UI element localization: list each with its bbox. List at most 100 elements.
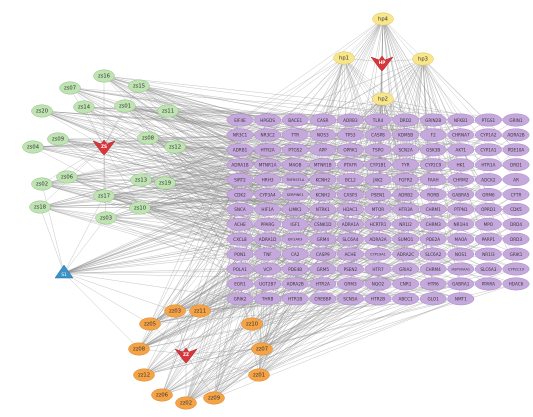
compound-node-zz10[interactable]: zz10 — [241, 317, 263, 331]
target-node[interactable]: TSPO — [364, 143, 392, 157]
target-node[interactable]: GRIK2 — [226, 292, 254, 306]
target-node[interactable]: SCN5A — [336, 292, 364, 306]
target-node[interactable]: PDE2A — [419, 232, 447, 246]
target-node[interactable]: AKT1 — [447, 143, 475, 157]
target-node[interactable]: GRM3 — [336, 277, 364, 291]
target-node[interactable]: PDE4B — [281, 262, 309, 276]
target-node[interactable]: HK1 — [447, 158, 475, 172]
target-node[interactable]: NFKB1 — [447, 113, 475, 127]
target-node[interactable]: MAOA — [447, 232, 475, 246]
target-node[interactable]: PSEN1 — [364, 188, 392, 201]
target-node[interactable]: MPO — [474, 217, 502, 231]
target-node[interactable]: ACHE — [226, 217, 254, 231]
target-node[interactable]: AR — [502, 173, 530, 187]
target-node[interactable]: PSEN2 — [336, 262, 364, 276]
target-node[interactable]: APP — [309, 143, 337, 157]
target-node[interactable]: CFTR — [502, 188, 530, 201]
compound-node-zs17[interactable]: zs17 — [93, 189, 115, 203]
compound-node-zs02[interactable]: zs02 — [31, 177, 53, 191]
target-node[interactable]: CREBBP — [309, 292, 337, 306]
target-node[interactable]: GRIN1 — [502, 113, 530, 127]
target-node[interactable]: UGT2B7 — [254, 277, 282, 291]
compound-node-hp2[interactable]: hp2 — [372, 92, 394, 106]
target-node[interactable]: SCN2A — [392, 143, 420, 157]
target-node[interactable]: FAAH — [419, 173, 447, 187]
target-node[interactable]: CASP9 — [309, 247, 337, 261]
target-node[interactable]: NR1I3 — [474, 247, 502, 261]
target-node[interactable]: ADRA2B — [502, 128, 530, 142]
target-node[interactable]: HRH3 — [254, 173, 282, 187]
target-node[interactable]: TP53 — [336, 128, 364, 142]
target-node[interactable]: CYP1A1 — [474, 143, 502, 157]
target-node[interactable]: HTR2A — [309, 277, 337, 291]
compound-node-zs06[interactable]: zs06 — [56, 170, 78, 184]
target-node[interactable]: NOS1 — [447, 247, 475, 261]
target-node[interactable]: PON1 — [226, 247, 254, 261]
target-node[interactable]: ADRA1B — [226, 158, 254, 172]
target-node[interactable]: ADCK2 — [474, 173, 502, 187]
target-node[interactable]: PTPN1 — [447, 202, 475, 216]
target-node[interactable]: CYP1A2 — [474, 128, 502, 142]
compound-node-zs13[interactable]: zs13 — [130, 173, 152, 187]
target-node[interactable]: CSNK1D — [309, 217, 337, 231]
target-node[interactable]: HTR3A — [392, 202, 420, 216]
compound-node-zz09[interactable]: zz09 — [203, 391, 225, 405]
compound-node-zs12[interactable]: zs12 — [164, 140, 186, 154]
target-node[interactable]: NR3C1 — [226, 128, 254, 142]
target-node[interactable]: HCRTR1 — [364, 217, 392, 231]
compound-node-zz12[interactable]: zz12 — [133, 368, 155, 382]
target-node[interactable]: GRIK1 — [502, 247, 530, 261]
target-node[interactable]: ACHE — [336, 247, 364, 261]
target-node[interactable]: DRD1 — [502, 158, 530, 172]
target-node[interactable]: CASP3 — [336, 188, 364, 201]
target-node[interactable]: ADRB2 — [392, 188, 420, 201]
target-node[interactable]: BCL2 — [336, 173, 364, 187]
compound-node-zs08[interactable]: zs08 — [137, 131, 159, 145]
target-node[interactable]: CASP8 — [364, 128, 392, 142]
target-node[interactable]: CA2 — [281, 247, 309, 261]
target-node[interactable]: DRD4 — [502, 217, 530, 231]
compound-node-zs15[interactable]: zs15 — [128, 79, 150, 93]
compound-node-zz08[interactable]: zz08 — [128, 342, 150, 356]
compound-node-hp3[interactable]: hp3 — [412, 52, 434, 66]
target-node[interactable]: GABRA1 — [447, 277, 475, 291]
target-node[interactable]: GRIN2B — [419, 113, 447, 127]
target-node[interactable]: PDE10A — [502, 143, 530, 157]
compound-node-zz11[interactable]: zz11 — [189, 304, 211, 318]
compound-node-zs14[interactable]: zs14 — [73, 100, 95, 114]
compound-node-zz01[interactable]: zz01 — [248, 368, 270, 382]
target-node[interactable]: HTR7 — [364, 262, 392, 276]
target-node[interactable]: ADRB3 — [336, 113, 364, 127]
compound-node-zs18[interactable]: zs18 — [29, 200, 51, 214]
target-node[interactable]: SNCA — [226, 202, 254, 216]
target-node[interactable]: CYP3A4 — [254, 188, 282, 201]
compound-node-zz02[interactable]: zz02 — [175, 396, 197, 410]
target-node[interactable]: GRM6 — [474, 188, 502, 201]
target-node[interactable]: GRM5 — [309, 262, 337, 276]
target-node[interactable]: HTR2B — [364, 292, 392, 306]
target-node[interactable]: ABCC1 — [392, 292, 420, 306]
compound-node-zz06[interactable]: zz06 — [151, 388, 173, 402]
target-node[interactable]: KDM5B — [392, 128, 420, 142]
target-node[interactable]: CDK2 — [226, 188, 254, 201]
compound-node-zs20[interactable]: zs20 — [31, 104, 53, 118]
target-node[interactable]: LIMK1 — [281, 202, 309, 216]
shared-hub-node[interactable]: S1 — [54, 264, 74, 279]
target-node[interactable]: HIF1A — [254, 202, 282, 216]
target-node[interactable]: CHRM4 — [419, 262, 447, 276]
target-node[interactable]: IGF1 — [281, 217, 309, 231]
target-node[interactable]: CHRM2 — [447, 173, 475, 187]
compound-node-zz05[interactable]: zz05 — [139, 317, 161, 331]
target-node[interactable]: HSP90AA1 — [447, 262, 475, 276]
target-node[interactable]: SUMO1 — [392, 232, 420, 246]
compound-node-hp4[interactable]: hp4 — [372, 12, 394, 26]
target-node[interactable]: TNF — [254, 247, 282, 261]
target-node[interactable]: PTGS1 — [474, 113, 502, 127]
target-node[interactable]: ADRA2C — [392, 247, 420, 261]
compound-node-zs11[interactable]: zs11 — [157, 104, 179, 118]
target-node[interactable]: MTNR1A — [254, 158, 282, 172]
target-node[interactable]: HDAC6 — [502, 277, 530, 291]
compound-node-zz03[interactable]: zz03 — [164, 304, 186, 318]
target-node[interactable]: GRIA2 — [392, 262, 420, 276]
target-node[interactable]: HTR1A — [474, 158, 502, 172]
